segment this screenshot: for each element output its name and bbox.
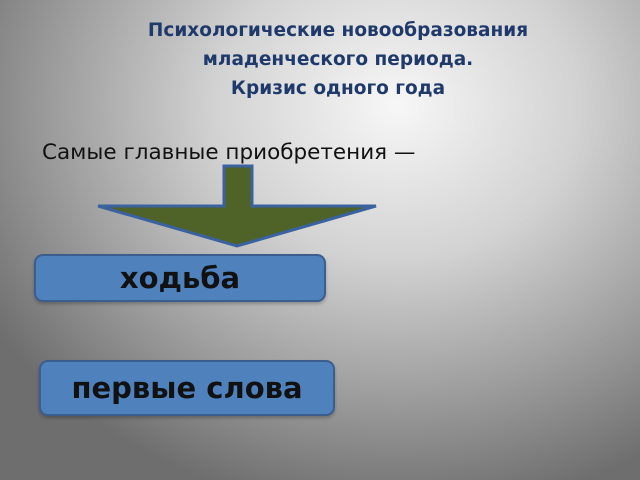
subtitle-text: Самые главные приобретения — <box>42 140 416 165</box>
item-walking-box: ходьба <box>34 254 326 302</box>
title-line-3: Кризис одного года <box>230 78 446 99</box>
down-arrow-shape <box>97 164 377 248</box>
title-line-2: младенческого периода. <box>202 49 474 70</box>
item-walking-label: ходьба <box>119 261 241 295</box>
item-first-words-box: первые слова <box>39 360 335 416</box>
slide-title: Психологические новообразования младенче… <box>88 16 588 103</box>
item-first-words-label: первые слова <box>71 371 303 405</box>
title-line-1: Психологические новообразования <box>147 20 529 41</box>
down-arrow-icon <box>97 164 377 248</box>
